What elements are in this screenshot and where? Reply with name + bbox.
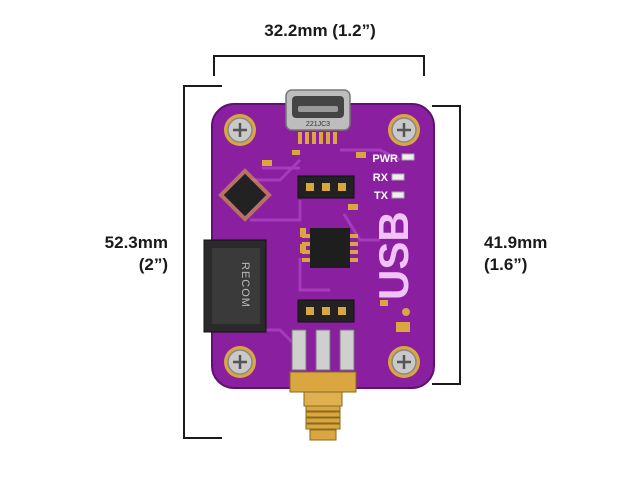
board-height-dimension-label: 41.9mm (1.6”) xyxy=(484,232,547,276)
board-height-bracket xyxy=(432,105,461,385)
mounting-holes xyxy=(224,114,420,378)
total-height-mm: 52.3mm xyxy=(104,233,168,252)
tx-led-label: TX xyxy=(374,190,389,202)
status-leds: PWR RX TX xyxy=(372,153,415,202)
pwr-led-label: PWR xyxy=(372,153,398,165)
screw-bottom-right xyxy=(388,346,420,378)
width-bracket xyxy=(213,55,425,76)
board-height-inch: (1.6”) xyxy=(484,255,528,274)
sma-connector xyxy=(289,371,357,441)
recom-marking: RECOM xyxy=(239,262,251,308)
screw-bottom-left xyxy=(224,346,256,378)
screw-top-left xyxy=(224,114,256,146)
total-height-bracket xyxy=(183,85,222,439)
total-height-inch: (2”) xyxy=(138,255,168,274)
qfn-chip xyxy=(218,168,272,222)
dimension-lines xyxy=(183,55,461,439)
board-height-mm: 41.9mm xyxy=(484,233,548,252)
header-top xyxy=(297,175,355,199)
width-dimension-label: 32.2mm (1.2”) xyxy=(264,21,376,40)
connector-marking: 221JC3 xyxy=(306,121,330,128)
rx-led-label: RX xyxy=(373,172,389,184)
total-height-dimension-label: 52.3mm (2”) xyxy=(105,232,168,276)
usb-silkscreen: USB xyxy=(370,211,417,300)
header-bottom xyxy=(297,299,355,323)
smd-components xyxy=(262,150,388,306)
usb-c-connector: 221JC3 xyxy=(285,89,351,144)
screw-top-right xyxy=(388,114,420,146)
recom-module: RECOM xyxy=(203,239,267,333)
soic-chip xyxy=(302,228,358,268)
test-pads xyxy=(396,308,410,332)
sma-pins xyxy=(291,329,355,371)
